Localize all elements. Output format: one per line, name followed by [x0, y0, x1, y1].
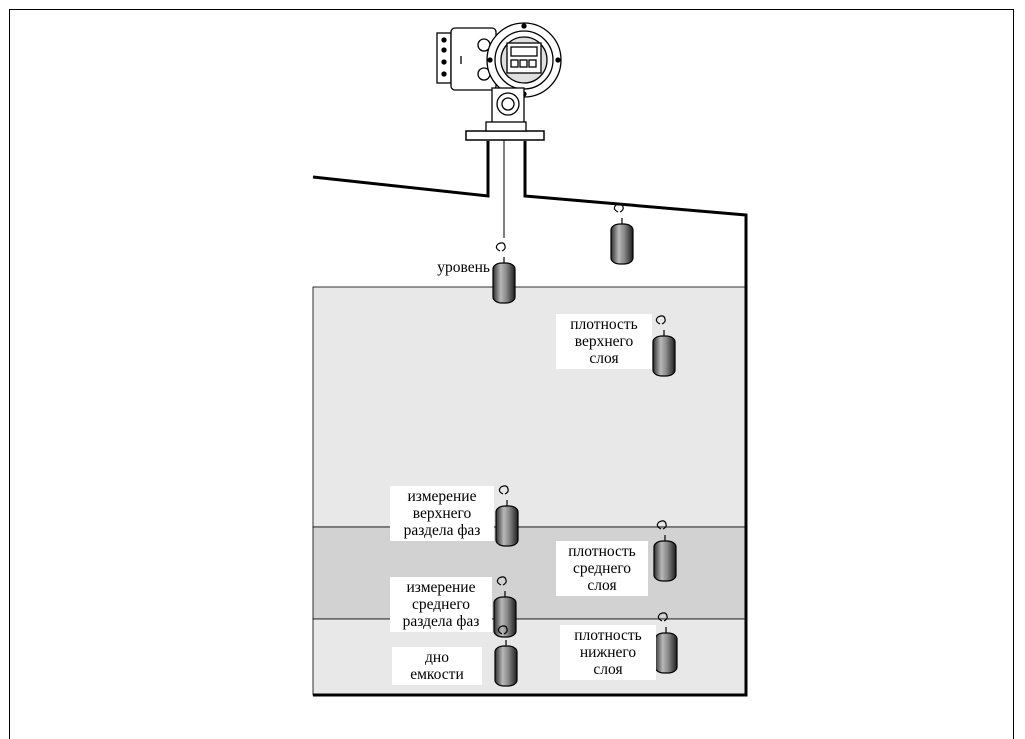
tank-bottom-label: дно емкости [392, 647, 482, 685]
upper-layer [312, 286, 746, 528]
middle-interface-line-3: раздела фаз [402, 613, 480, 630]
upper-density-line-3: слоя [589, 350, 619, 367]
lower-density-label: плотность нижнего слоя [560, 625, 656, 680]
lower-density-line-1: плотность [574, 627, 642, 644]
tank-bottom-line-1: дно [425, 649, 449, 666]
middle-density-line-3: слоя [587, 577, 617, 594]
middle-density-line-1: плотность [568, 543, 636, 560]
middle-interface-label: измерение среднего раздела фаз [390, 577, 492, 632]
lower-density-line-3: слоя [593, 661, 623, 678]
upper-interface-line-3: раздела фаз [403, 522, 481, 539]
transmitter [436, 22, 562, 132]
upper-interface-label: измерение верхнего раздела фаз [390, 486, 494, 541]
lower-density-line-2: нижнего [579, 644, 637, 661]
parked-displacer [610, 203, 634, 265]
level-displacer [492, 242, 516, 304]
level-label: уровень [437, 259, 490, 276]
middle-layer [312, 526, 746, 620]
middle-density-line-2: среднего [572, 560, 632, 577]
lower-layer [312, 618, 746, 696]
middle-interface-line-2: среднего [411, 596, 471, 613]
upper-density-label: плотность верхнего слоя [556, 314, 652, 369]
nozzle-flange [465, 130, 545, 141]
upper-density-line-1: плотность [570, 316, 638, 333]
middle-density-label: плотность среднего слоя [556, 541, 648, 596]
upper-density-line-2: верхнего [574, 333, 634, 350]
tank-outline [312, 141, 748, 697]
tank-bottom-line-2: емкости [410, 666, 464, 683]
upper-interface-line-1: измерение [407, 488, 477, 505]
figure-frame [9, 9, 1014, 739]
middle-interface-line-1: измерение [406, 579, 476, 596]
upper-interface-line-2: верхнего [412, 505, 472, 522]
